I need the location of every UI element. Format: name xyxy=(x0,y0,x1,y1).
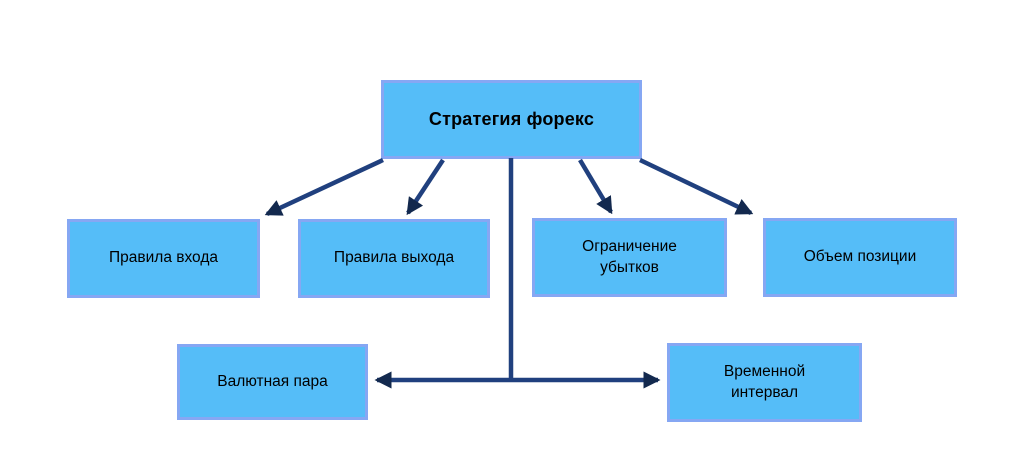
node-strategy-forex: Стратегия форекс xyxy=(381,80,642,159)
arrow-root-to-position-size xyxy=(639,157,754,216)
node-label: Временной интервал xyxy=(723,363,806,401)
node-entry-rules: Правила входа xyxy=(67,219,260,298)
arrow-root-to-loss-limit xyxy=(578,158,613,215)
node-label: Объем позиции xyxy=(803,248,917,266)
node-label: Валютная пара xyxy=(217,372,328,390)
node-label: Ограничение убытков xyxy=(582,238,677,276)
node-loss-limit: Ограничение убытков xyxy=(532,218,727,297)
node-time-interval: Временной интервал xyxy=(667,343,862,422)
node-label: Правила входа xyxy=(109,249,218,267)
node-exit-rules: Правила выхода xyxy=(298,219,490,298)
arrow-root-to-exit-rules xyxy=(406,158,445,216)
node-position-size: Объем позиции xyxy=(763,218,957,297)
node-label: Правила выхода xyxy=(333,249,455,267)
node-currency-pair: Валютная пара xyxy=(177,344,368,420)
node-label: Стратегия форекс xyxy=(428,108,595,129)
arrow-root-to-entry-rules xyxy=(264,157,384,217)
